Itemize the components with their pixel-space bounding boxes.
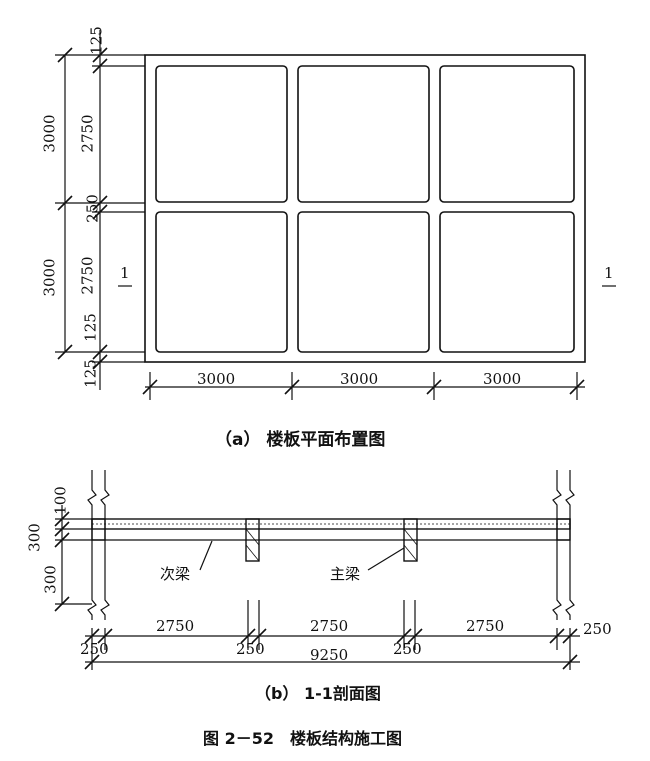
main-beam: [245, 518, 260, 562]
wall-break: [100, 470, 110, 620]
dim-3000-top: 3000: [40, 114, 59, 153]
main-beam: [403, 518, 418, 562]
wall-break: [565, 470, 575, 620]
dim-2750-bottom: 2750: [78, 256, 97, 295]
dim-250-beam1: 250: [236, 640, 265, 658]
figure-title: 图 2－52 楼板结构施工图: [203, 729, 402, 748]
dim-250-mid: 250: [83, 194, 102, 223]
slab-panel: [297, 65, 430, 203]
slab-panel: [439, 211, 575, 353]
section-mark-label-right: 1: [604, 264, 614, 282]
section-caption: （b） 1-1剖面图: [255, 684, 381, 703]
secondary-beam-label: 次梁: [160, 565, 191, 583]
dim-125-bottom: 125: [81, 359, 100, 388]
dim-250-left: 250: [80, 640, 109, 658]
dim-3000-span3: 3000: [483, 370, 522, 388]
wall-break: [87, 470, 97, 620]
dim-300-bottom: 300: [41, 565, 60, 594]
dim-250-right: 250: [583, 620, 612, 638]
slab-panel: [439, 65, 575, 203]
slab-panel: [155, 65, 288, 203]
dim-2750-span3: 2750: [466, 617, 505, 635]
main-beam-label: 主梁: [330, 565, 361, 583]
dim-3000-span2: 3000: [340, 370, 379, 388]
slab-panel: [155, 211, 288, 353]
dim-300-top: 300: [25, 523, 44, 552]
dim-125-lower: 125: [81, 313, 100, 342]
plan-outline: [144, 54, 586, 363]
dim-2750-span2: 2750: [310, 617, 349, 635]
slab-panel: [297, 211, 430, 353]
dim-2750-span1: 2750: [156, 617, 195, 635]
dim-125-top: 125: [87, 26, 106, 55]
section-mark-label-left: 1: [120, 264, 130, 282]
dim-100-slab: 100: [51, 486, 70, 515]
plan-caption: （a） 楼板平面布置图: [215, 430, 386, 450]
dim-2750-top: 2750: [78, 114, 97, 153]
dim-3000-bottom: 3000: [40, 258, 59, 297]
dim-250-beam2: 250: [393, 640, 422, 658]
dim-9250-total: 9250: [310, 646, 349, 664]
wall-break: [552, 470, 562, 620]
dim-3000-span1: 3000: [197, 370, 236, 388]
slab-section: [91, 518, 571, 530]
